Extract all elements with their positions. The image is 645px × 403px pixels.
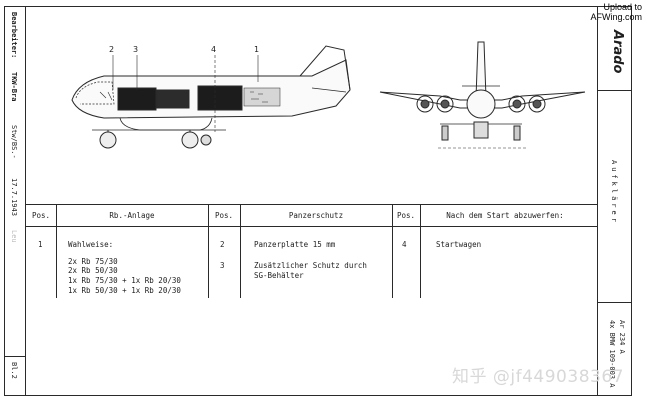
armor-extra-2: SG-Behälter [254, 271, 304, 280]
title-block-line [597, 6, 599, 396]
equipment-table: Pos. Rb.-Anlage Pos. Panzerschutz Pos. N… [26, 204, 597, 396]
upload-label: Upload to AFWing.com [582, 2, 642, 22]
header-panzerschutz: Panzerschutz [288, 211, 344, 220]
sheet-number-divider [4, 356, 26, 358]
callout-3: 3 [133, 45, 139, 54]
armor-plate: Panzerplatte 15 mm [254, 240, 336, 249]
header-pos-2: Pos. [214, 211, 234, 220]
drawing-frame [4, 6, 632, 396]
rb-option-1: 2x Rb 75/30 [68, 257, 118, 266]
title-block-divider-1 [597, 90, 632, 92]
watermark: 知乎 @jf449038367 [452, 367, 624, 387]
left-margin-line [25, 6, 27, 396]
header-abzuwerfen: Nach dem Start abzuwerfen: [446, 211, 564, 220]
rb-title: Wahlweise: [68, 240, 114, 249]
rb-option-3: 1x Rb 75/30 + 1x Rb 20/30 [68, 276, 181, 285]
title-block-divider-2 [597, 302, 632, 304]
front-view-drawing [379, 41, 586, 149]
rb-option-4: 1x Rb 50/30 + 1x Rb 20/30 [68, 286, 181, 295]
callout-4: 4 [211, 45, 217, 54]
header-pos-3: Pos. [396, 211, 416, 220]
rb-option-2: 2x Rb 50/30 [68, 266, 118, 275]
row-pos-1: 1 [38, 240, 43, 249]
upload-line1: Upload to [603, 2, 642, 12]
row-pos-4: 4 [402, 240, 407, 249]
row-pos-3: 3 [220, 261, 225, 270]
upload-line2: AFWing.com [590, 12, 642, 22]
header-pos-1: Pos. [31, 211, 51, 220]
armor-extra-1: Zusätzlicher Schutz durch [254, 261, 367, 270]
callout-1: 1 [254, 45, 260, 54]
callout-2: 2 [109, 45, 115, 54]
side-view-drawing [71, 45, 351, 149]
drop-item: Startwagen [436, 240, 482, 249]
row-pos-2: 2 [220, 240, 225, 249]
header-rb-anlage: Rb.-Anlage [109, 211, 155, 220]
